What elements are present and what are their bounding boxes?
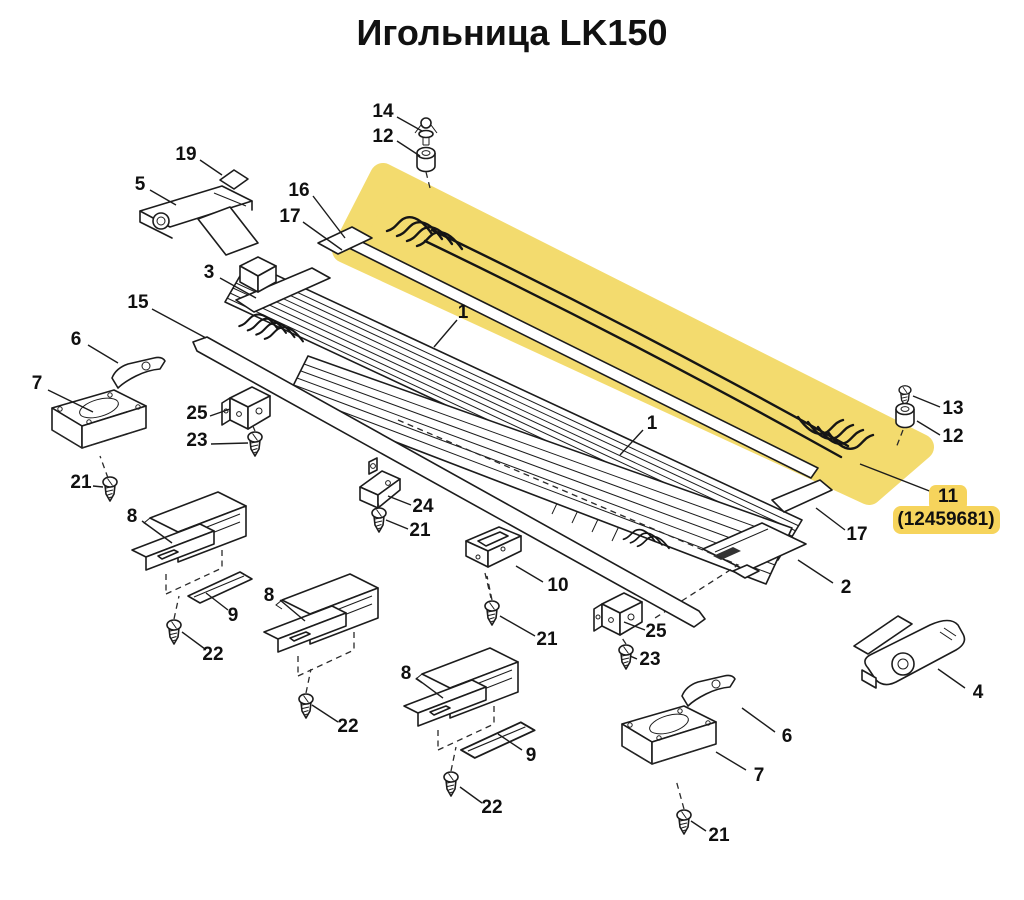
screw-21-bottom bbox=[676, 809, 692, 835]
part-label: 21 bbox=[70, 472, 92, 493]
lever-6-right bbox=[681, 674, 736, 707]
highlight-band bbox=[332, 163, 934, 505]
cap-12-top bbox=[416, 146, 436, 173]
part-label: 19 bbox=[175, 144, 196, 165]
screw-21-mid bbox=[484, 600, 500, 626]
part-label: 22 bbox=[202, 644, 223, 665]
part-label: 22 bbox=[337, 716, 358, 737]
part-label: 16 bbox=[288, 180, 309, 201]
part-label: 6 bbox=[782, 726, 793, 747]
part-label: 1 bbox=[647, 413, 658, 434]
part-label: 1 bbox=[458, 302, 469, 323]
screw-22-third bbox=[443, 771, 459, 797]
bracket-8-second bbox=[263, 573, 379, 677]
clip-10 bbox=[465, 526, 522, 568]
page-title: Игольница LK150 bbox=[356, 12, 668, 53]
part-label: 9 bbox=[526, 745, 537, 766]
part-label: 8 bbox=[127, 506, 138, 527]
part-label: 22 bbox=[481, 797, 502, 818]
part-label: 8 bbox=[264, 585, 275, 606]
screw-22-second bbox=[298, 693, 314, 719]
part-label: 9 bbox=[228, 605, 239, 626]
screw-21-left bbox=[102, 476, 118, 502]
part-label: 17 bbox=[846, 524, 867, 545]
bracket-25-right bbox=[593, 592, 643, 636]
cap-12-right bbox=[895, 402, 915, 429]
part-label: 7 bbox=[754, 765, 765, 786]
plate-5 bbox=[139, 185, 259, 256]
part-label: 4 bbox=[973, 682, 984, 703]
bracket-24 bbox=[359, 457, 401, 509]
rail-bar-15 bbox=[192, 336, 706, 628]
part-label: 10 bbox=[547, 575, 568, 596]
part-label: 5 bbox=[135, 174, 146, 195]
assembly-axes bbox=[99, 171, 904, 810]
bracket-25-left bbox=[221, 386, 271, 430]
part-label: 7 bbox=[32, 373, 43, 394]
part-label: 25 bbox=[645, 621, 667, 642]
part-label: 21 bbox=[409, 520, 431, 541]
part-label: 13 bbox=[942, 398, 963, 419]
part-label: 24 bbox=[412, 496, 434, 517]
part-label: 21 bbox=[536, 629, 558, 650]
part-label: 2 bbox=[841, 577, 852, 598]
part-label: 11 bbox=[938, 486, 959, 507]
part-label: 14 bbox=[372, 101, 394, 122]
part-label: 3 bbox=[204, 262, 215, 283]
lever-6-left bbox=[111, 356, 166, 389]
retaining-wire-11 bbox=[385, 216, 875, 459]
strip-9-left bbox=[187, 571, 253, 604]
highlight-tag bbox=[893, 485, 1000, 534]
part-label: 8 bbox=[401, 663, 412, 684]
screw-22-first bbox=[166, 619, 182, 645]
part-label: 17 bbox=[279, 206, 300, 227]
part-label: 12 bbox=[372, 126, 393, 147]
plate-7-right bbox=[621, 705, 717, 765]
part-label: 6 bbox=[71, 329, 82, 350]
part-label: 15 bbox=[127, 292, 149, 313]
part-label: (12459681) bbox=[897, 509, 994, 530]
part-label: 21 bbox=[708, 825, 730, 846]
part-label: 12 bbox=[942, 426, 963, 447]
part-label: 25 bbox=[186, 403, 208, 424]
part-label: 23 bbox=[639, 649, 660, 670]
screw-21-center bbox=[371, 507, 387, 533]
screw-23-left bbox=[247, 431, 263, 457]
strip-17-right bbox=[771, 479, 833, 513]
push-nut-14 bbox=[414, 117, 438, 146]
strip-9-right bbox=[460, 721, 536, 759]
plate-19 bbox=[219, 169, 249, 190]
leader-lines bbox=[47, 116, 966, 832]
plate-4 bbox=[853, 615, 966, 689]
bed-end-plate bbox=[235, 267, 331, 313]
part-label: 23 bbox=[186, 430, 207, 451]
